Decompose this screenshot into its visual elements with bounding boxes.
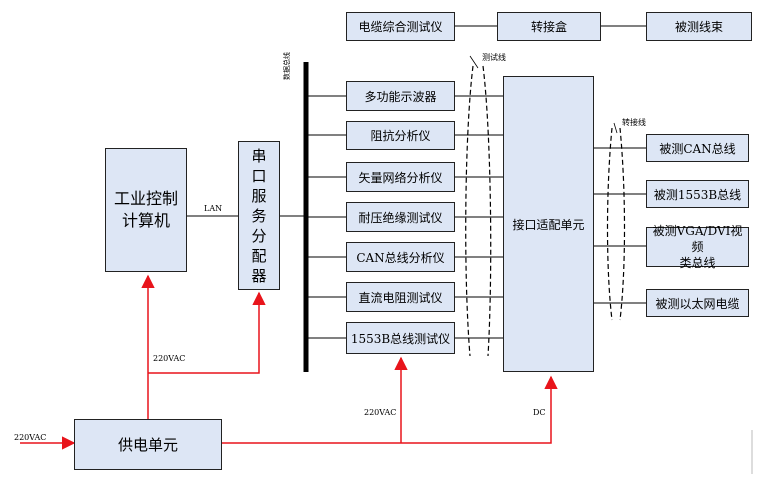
adapter-box-label: 转接盒 [530,20,567,34]
dc-label: DC [533,408,546,417]
instrument-box: 耐压绝缘测试仪 [346,202,455,232]
serial-server-box: 串 口 服 务 分 配 器 [238,141,280,290]
instrument-box: 1553B总线测试仪 [346,322,455,354]
test-line-loop [465,65,492,357]
vac-mid-label: 220VAC [364,408,397,417]
target-label: 被测以太网电缆 [655,296,740,311]
target-box: 被测CAN总线 [646,134,749,162]
lan-label: LAN [204,204,223,213]
power-lines [20,274,558,450]
target-label: 被测VGA/DVI视频 类总线 [652,224,743,270]
instrument-box: 直流电阻测试仪 [346,282,455,312]
instrument-label: 直流电阻测试仪 [358,290,443,305]
signal-lines [187,25,646,339]
instrument-box: CAN总线分析仪 [346,242,455,272]
harness-label: 被测线束 [674,20,723,34]
instrument-label: 矢量网络分析仪 [358,170,443,185]
instrument-label: 耐压绝缘测试仪 [358,210,443,225]
vac-in-label: 220VAC [14,433,47,442]
target-label: 被测CAN总线 [659,141,736,156]
interface-adapter-label: 接口适配单元 [512,217,585,232]
cable-tester-box: 电缆综合测试仪 [346,12,455,41]
patch-line-loop [606,127,626,321]
industrial-pc-label: 工业控制 计算机 [113,189,178,230]
test-line-label: 测试线 [482,53,506,62]
adapter-box-top: 转接盒 [497,12,601,41]
power-supply-label: 供电单元 [117,436,178,454]
target-box: 被测以太网电缆 [646,289,749,317]
power-supply-box: 供电单元 [74,419,222,470]
interface-adapter-box: 接口适配单元 [503,76,594,372]
instrument-label: CAN总线分析仪 [356,250,445,265]
harness-box: 被测线束 [646,12,752,41]
vac-left-label: 220VAC [153,354,186,363]
cable-tester-label: 电缆综合测试仪 [358,20,443,34]
target-label: 被测1553B总线 [653,187,742,202]
instrument-box: 矢量网络分析仪 [346,162,455,192]
patch-line-label: 转接线 [622,118,646,127]
industrial-pc-box: 工业控制 计算机 [105,148,187,272]
instrument-box: 阻抗分析仪 [346,121,455,150]
instrument-label: 1553B总线测试仪 [350,331,451,346]
target-box: 被测VGA/DVI视频 类总线 [646,224,749,270]
instrument-box: 多功能示波器 [346,81,455,111]
instrument-label: 多功能示波器 [364,89,437,104]
target-box: 被测1553B总线 [646,180,749,208]
serial-server-label: 串 口 服 务 分 配 器 [251,146,267,285]
bus-label: 数据总线 [283,52,291,80]
instrument-label: 阻抗分析仪 [370,129,431,143]
